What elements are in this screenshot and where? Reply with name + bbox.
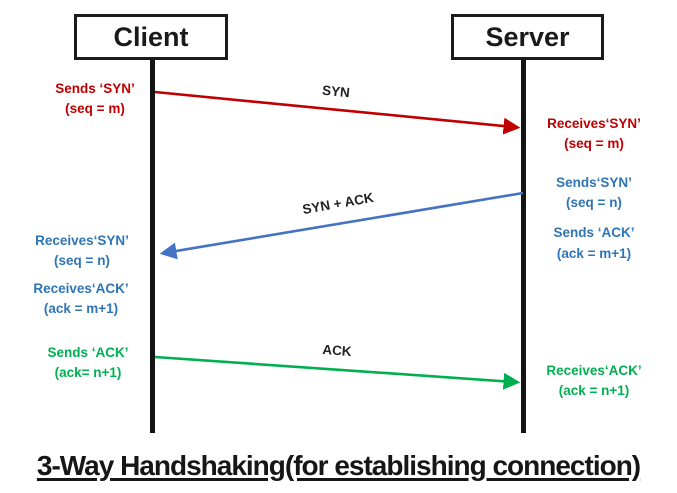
note-line: (ack= n+1) <box>54 365 122 380</box>
note-line: (ack = n+1) <box>558 383 630 398</box>
note-line: (seq = m) <box>564 136 624 151</box>
server-note-sends-syn: Sends‘SYN’ (seq = n) <box>514 173 674 213</box>
client-note-sends-syn: Sends ‘SYN’ (seq = m) <box>15 79 175 119</box>
ack-arrow-label: ACK <box>321 341 353 360</box>
client-label: Client <box>113 21 189 52</box>
client-lifeline <box>150 60 155 433</box>
client-note-receives-ack: Receives‘ACK’ (ack = m+1) <box>1 279 161 319</box>
note-line: (ack = m+1) <box>556 246 632 261</box>
note-line: (seq = m) <box>65 101 125 116</box>
note-line: (seq = n) <box>54 253 110 268</box>
server-note-receives-syn: Receives‘SYN’ (seq = m) <box>514 114 674 154</box>
note-line: (seq = n) <box>566 195 622 210</box>
client-box: Client <box>74 14 228 60</box>
server-box: Server <box>451 14 604 60</box>
client-note-sends-ack: Sends ‘ACK’ (ack= n+1) <box>8 343 168 383</box>
note-line: Receives‘ACK’ <box>546 363 642 378</box>
syn-arrow-label: SYN <box>321 82 351 101</box>
server-note-sends-ack: Sends ‘ACK’ (ack = m+1) <box>514 222 674 264</box>
server-note-receives-ack: Receives‘ACK’ (ack = n+1) <box>514 361 674 401</box>
ack-arrow <box>154 355 521 390</box>
note-line: Receives‘SYN’ <box>35 233 129 248</box>
diagram-title: 3-Way Handshaking(for establishing conne… <box>0 450 677 482</box>
note-line: Sends ‘ACK’ <box>553 225 635 240</box>
note-line: Receives‘SYN’ <box>547 116 641 131</box>
server-label: Server <box>485 21 570 52</box>
server-lifeline <box>521 60 526 433</box>
client-note-receives-syn: Receives‘SYN’ (seq = n) <box>2 231 162 271</box>
syn-ack-arrow-label: SYN + ACK <box>301 189 375 218</box>
note-line: Sends‘SYN’ <box>556 175 632 190</box>
note-line: Sends ‘ACK’ <box>47 345 129 360</box>
note-line: Receives‘ACK’ <box>33 281 129 296</box>
note-line: (ack = m+1) <box>43 301 119 316</box>
diagram-title-text: 3-Way Handshaking(for establishing conne… <box>36 450 641 481</box>
note-line: Sends ‘SYN’ <box>55 81 135 96</box>
